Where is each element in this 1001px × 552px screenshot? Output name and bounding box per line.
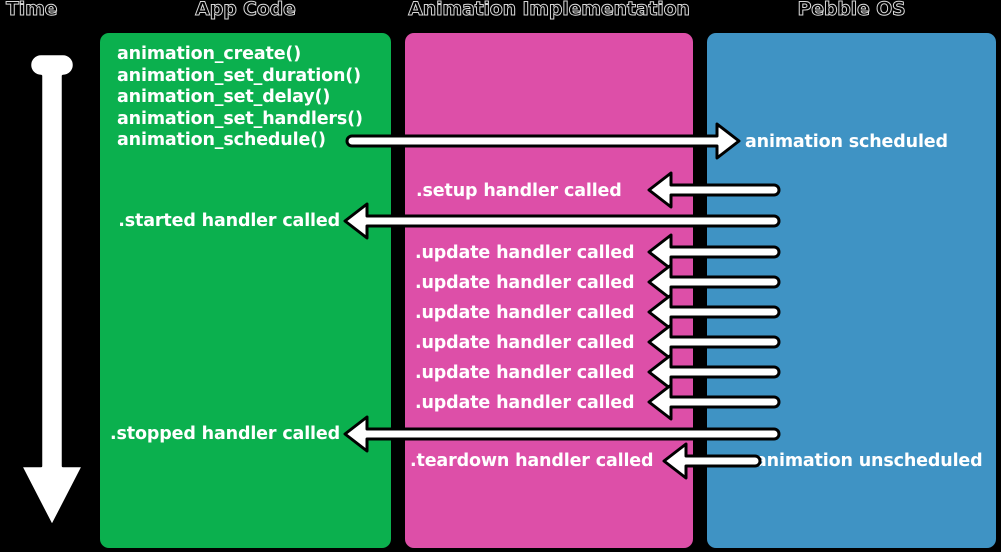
event-label-update-handler-5: .update handler called [415, 363, 635, 383]
lane-animation-implementation [405, 33, 693, 548]
column-header-time: Time [5, 0, 58, 21]
event-label-setup-handler: .setup handler called [416, 181, 622, 201]
event-label-update-handler-1: .update handler called [415, 243, 635, 263]
event-label-stopped-handler: .stopped handler called [110, 424, 340, 444]
event-label-update-handler-3: .update handler called [415, 303, 635, 323]
app-code-call-list: animation_create() animation_set_duratio… [117, 44, 363, 150]
event-label-update-handler-2: .update handler called [415, 273, 635, 293]
column-header-pebble-os: Pebble OS [797, 0, 906, 21]
time-arrow-icon [19, 52, 85, 528]
column-header-animation-implementation: Animation Implementation [408, 0, 691, 21]
event-label-teardown-handler: .teardown handler called [410, 451, 654, 471]
lane-app-code [100, 33, 391, 548]
column-header-app-code: App Code [195, 0, 297, 21]
event-label-update-handler-6: .update handler called [415, 393, 635, 413]
event-label-animation-scheduled: animation scheduled [745, 132, 948, 152]
event-label-started-handler: .started handler called [118, 211, 340, 231]
event-label-update-handler-4: .update handler called [415, 333, 635, 353]
event-label-animation-unscheduled: animation unscheduled [755, 451, 983, 471]
